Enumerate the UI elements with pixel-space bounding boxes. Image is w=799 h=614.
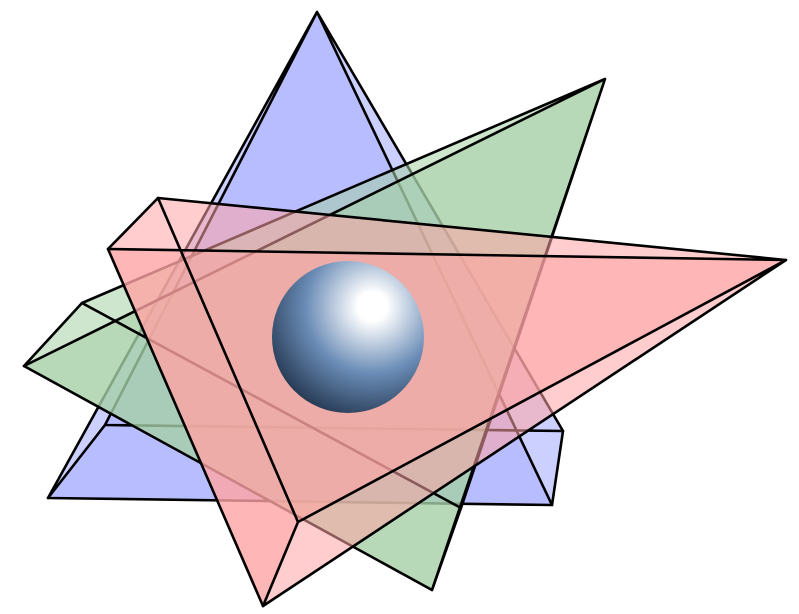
blue-prism-edge [550, 429, 565, 507]
red-prism-side-face [108, 198, 298, 606]
red-prism-edge [261, 520, 300, 608]
green-prism-edge [430, 506, 463, 592]
green-prism-edge [22, 301, 84, 368]
red-prism-edge [106, 196, 160, 251]
blue-prism-edge [46, 423, 107, 500]
center-sphere [272, 261, 424, 413]
